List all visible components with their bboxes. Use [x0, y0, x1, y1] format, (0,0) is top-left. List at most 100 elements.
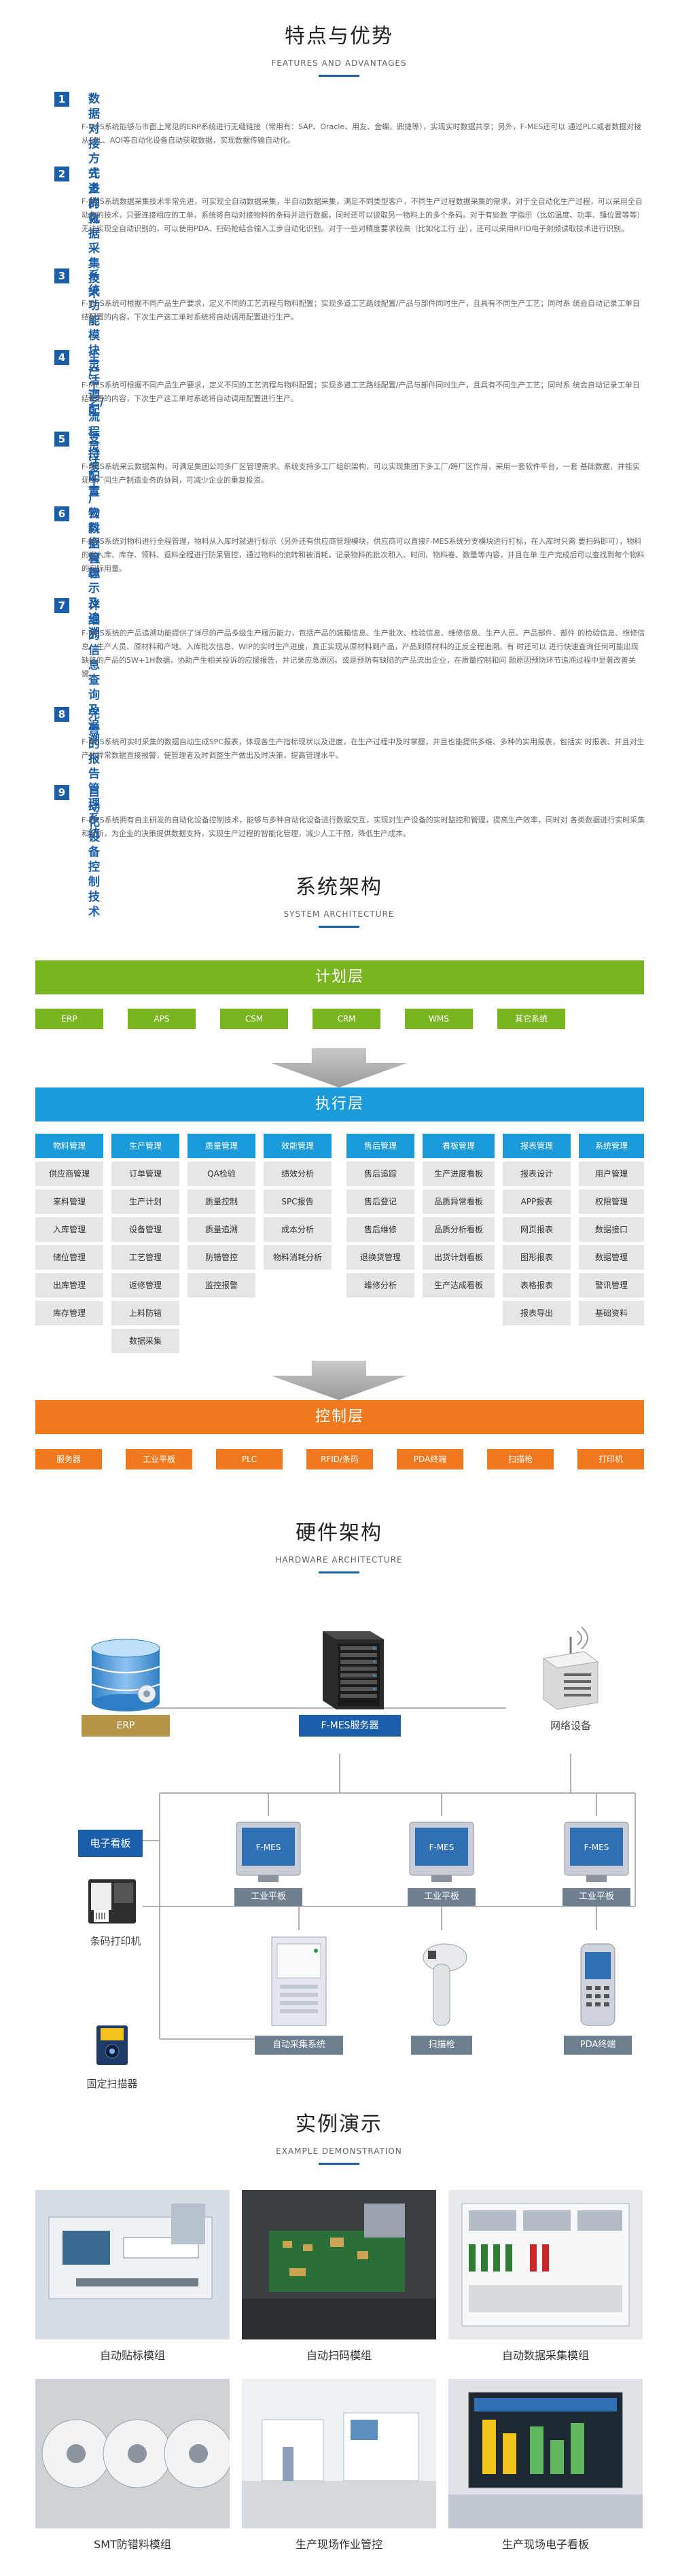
- feature-number: 7: [54, 598, 69, 613]
- barcode-printer-label: 条码打印机: [90, 1935, 141, 1947]
- exec-item: APP报表: [503, 1189, 571, 1214]
- tablet-label-2: 工业平板: [408, 1888, 476, 1906]
- electronic-board-label: 电子看板: [78, 1830, 143, 1857]
- exec-col-head: 效能管理: [264, 1134, 332, 1158]
- feature-title: 先进的数据采集技术: [88, 167, 100, 300]
- control-item-printer: 打印机: [577, 1449, 644, 1469]
- feature-title: 支持多工厂云数据管理: [88, 432, 100, 580]
- plan-item-aps: APS: [128, 1009, 196, 1029]
- example-photo-data-collection: [448, 2190, 643, 2339]
- control-layer-bar: 控制层: [35, 1400, 644, 1434]
- feature-title: 自动化设备控制技术: [88, 786, 100, 919]
- network-label: 网络设备: [550, 1720, 591, 1732]
- hardware-header: 硬件架构 HARDWARE ARCHITECTURE: [0, 1516, 678, 1573]
- tablet-label-1: 工业平板: [234, 1888, 302, 1906]
- feature-desc: F-MES系统对物料进行全程管理，物料从入库时就进行标示（另外还有供应商管理模块…: [82, 537, 645, 573]
- exec-item: 生产计划: [111, 1189, 179, 1214]
- exec-item: 上料防错: [111, 1301, 179, 1325]
- example-caption: 自动贴标模组: [99, 2349, 165, 2362]
- label-printer-icon: [88, 1879, 136, 1924]
- features-subtitle: FEATURES AND ADVANTAGES: [271, 58, 407, 68]
- feature-number: 1: [54, 92, 69, 107]
- exec-item: 售后维修: [346, 1217, 414, 1242]
- example-caption: 生产现场作业管控: [295, 2538, 382, 2551]
- exec-item: 用户管理: [579, 1162, 644, 1186]
- example-photo-e-board: [448, 2379, 643, 2528]
- exec-item: 警讯管理: [579, 1273, 644, 1298]
- exec-item: 生产进度看板: [423, 1162, 495, 1186]
- exec-item: 退换货管理: [346, 1245, 414, 1270]
- plan-item-csm: CSM: [220, 1009, 288, 1029]
- feature-desc: F-MES系统可实时采集的数据自动生成SPC报表，体现各生产指标现状以及进度，在…: [82, 737, 645, 760]
- plan-item-erp: ERP: [35, 1009, 103, 1029]
- exec-item: 售后追踪: [346, 1162, 414, 1186]
- plan-item-other: 其它系统: [497, 1009, 565, 1029]
- feature-title: 生产工艺/流程灵活配置: [88, 351, 105, 499]
- exec-item: 出货计划看板: [423, 1245, 495, 1270]
- industrial-tablet-icon: F-MES: [236, 1822, 301, 1882]
- scan-gun-icon: [423, 1943, 467, 2026]
- control-item-rfid: RFID/条码: [306, 1449, 373, 1469]
- feature-number: 8: [54, 707, 69, 722]
- exec-item: 返修管理: [111, 1273, 179, 1298]
- fixed-scanner-icon: [96, 2025, 128, 2065]
- control-item-tablet: 工业平板: [126, 1449, 192, 1469]
- feature-desc: F-MES系统的产品追溯功能提供了详尽的产品多级生产履历能力，包括产品的装箱信息…: [82, 629, 645, 678]
- feature-number: 5: [54, 432, 69, 447]
- system-header: 系统架构 SYSTEM ARCHITECTURE: [0, 870, 678, 928]
- exec-item: 权限管理: [579, 1189, 644, 1214]
- examples-subtitle: EXAMPLE DEMONSTRATION: [276, 2146, 402, 2156]
- feature-desc: F-MES系统采云数据架构，可满足集团公司多厂区管理需求。系统支持多工厂组织架构…: [82, 462, 640, 485]
- scan-gun-label: 扫描枪: [411, 2036, 472, 2055]
- tablet-screen-text: F-MES: [584, 1843, 609, 1852]
- exec-item: 基础资料: [579, 1301, 644, 1325]
- pda-label: PDA终端: [564, 2036, 632, 2055]
- hardware-title: 硬件架构: [296, 1521, 382, 1545]
- exec-col-head: 报表管理: [503, 1134, 571, 1158]
- feature-desc: F-MES系统数据采集技术非常先进，可实现全自动数据采集，半自动数据采集，满足不…: [82, 197, 645, 233]
- exec-item: 表格报表: [503, 1273, 571, 1298]
- automation-cabinet-icon: [271, 1936, 327, 2026]
- exec-col-head: 系统管理: [579, 1134, 644, 1158]
- exec-item: 成本分析: [264, 1217, 332, 1242]
- exec-item: 订单管理: [111, 1162, 179, 1186]
- exec-col-head: 售后管理: [346, 1134, 414, 1158]
- exec-col-head: 看板管理: [423, 1134, 495, 1158]
- exec-item: 数据管理: [579, 1245, 644, 1270]
- exec-item: 物料消耗分析: [264, 1245, 332, 1270]
- erp-database-icon: [91, 1639, 160, 1711]
- exec-item: 供应商管理: [35, 1162, 103, 1186]
- exec-item: 绩效分析: [264, 1162, 332, 1186]
- exec-col-head: 物料管理: [35, 1134, 103, 1158]
- exec-item: 数据接口: [579, 1217, 644, 1242]
- feature-title: 完善的报告管理系统: [88, 708, 100, 841]
- plan-item-crm: CRM: [313, 1009, 380, 1029]
- down-arrow-icon: [271, 1361, 407, 1400]
- example-photo-workshop: [242, 2379, 436, 2528]
- exec-item: 储位管理: [35, 1245, 103, 1270]
- exec-item: 监控报警: [188, 1273, 255, 1298]
- feature-title: 详细的信息查询及追溯: [88, 599, 100, 747]
- tablet-label-3: 工业平板: [563, 1888, 630, 1906]
- router-icon: [542, 1626, 599, 1710]
- examples-title: 实例演示: [296, 2112, 382, 2136]
- control-item-server: 服务器: [35, 1449, 102, 1469]
- feature-desc: F-MES系统能够与市面上常见的ERP系统进行无缝链接（常用有：SAP、Orac…: [82, 122, 642, 145]
- example-caption: 生产现场电子看板: [501, 2538, 589, 2551]
- system-subtitle: SYSTEM ARCHITECTURE: [283, 909, 395, 919]
- feature-title: 物料全程标示及追溯: [88, 507, 100, 640]
- example-photo-smt: [35, 2379, 230, 2528]
- exec-item: 售后登记: [346, 1189, 414, 1214]
- exec-item: 工艺管理: [111, 1245, 179, 1270]
- feature-number: 6: [54, 506, 69, 521]
- exec-item: 质量追溯: [188, 1217, 255, 1242]
- features-header: 特点与优势 FEATURES AND ADVANTAGES: [0, 19, 678, 77]
- exec-item: 报表设计: [503, 1162, 571, 1186]
- industrial-tablet-icon: F-MES: [409, 1822, 474, 1882]
- exec-item: 出库管理: [35, 1273, 103, 1298]
- feature-title: 系统功能模块灵活调配: [88, 269, 100, 417]
- exec-item: 来料管理: [35, 1189, 103, 1214]
- down-arrow-icon: [271, 1048, 407, 1087]
- hardware-connectors: [143, 1707, 636, 2040]
